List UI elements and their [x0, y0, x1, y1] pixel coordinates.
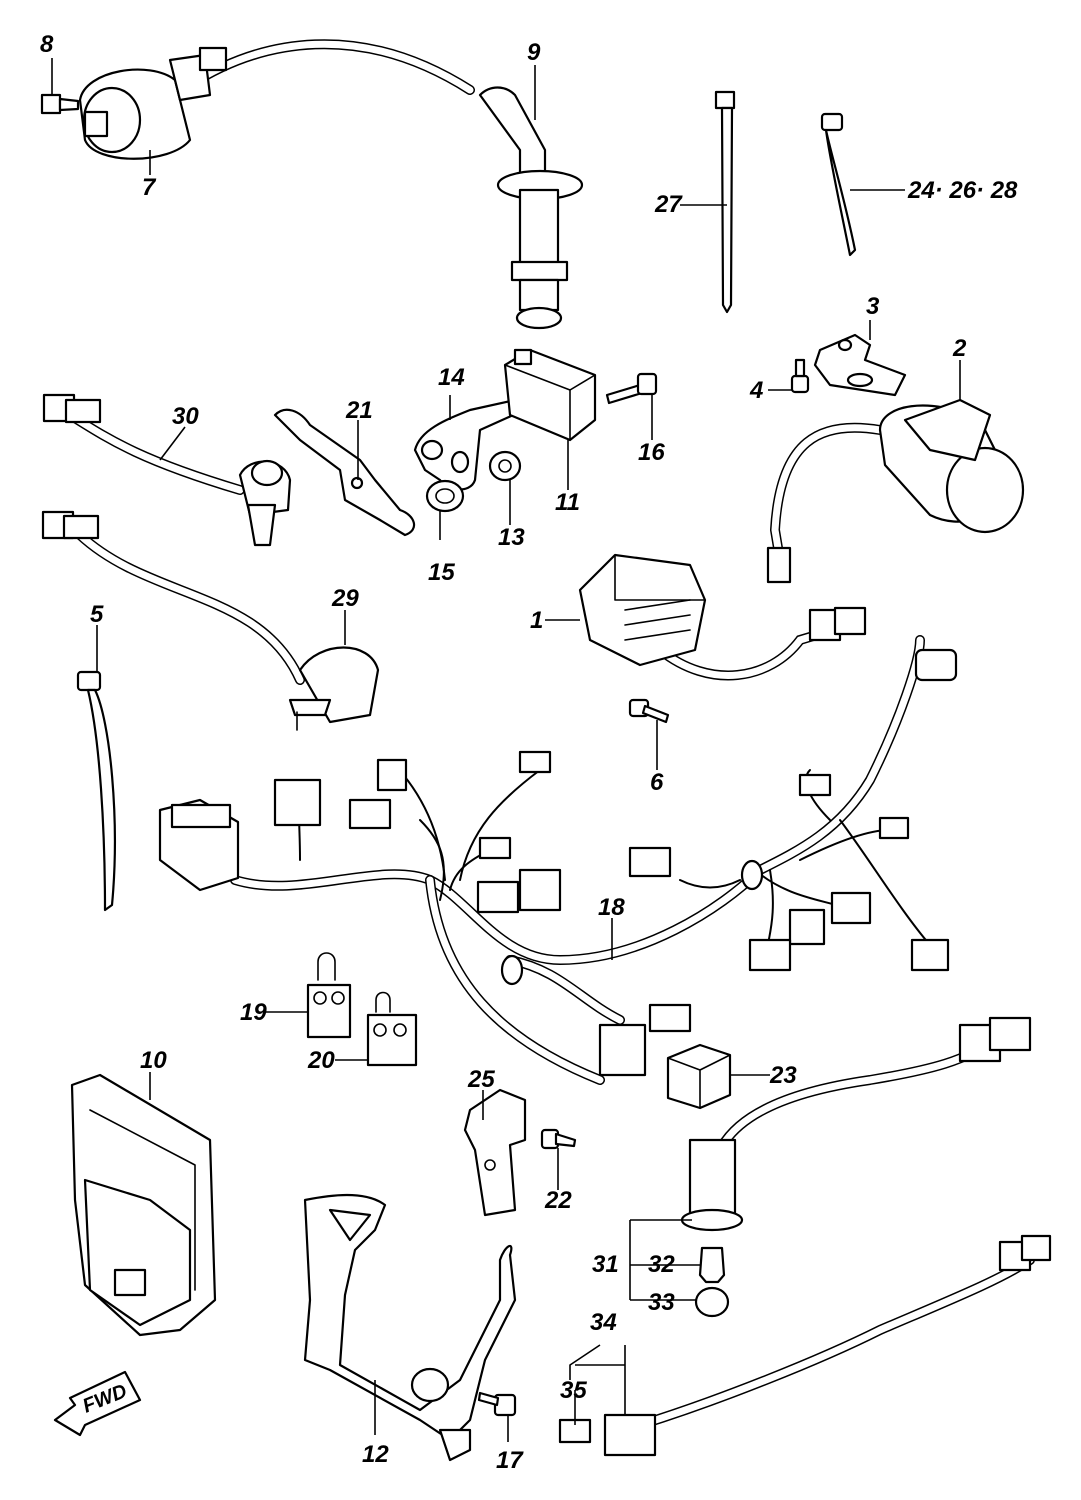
- part-16-bolt: [605, 372, 658, 405]
- callout-9: 9: [527, 39, 541, 66]
- part-19-connector: [306, 952, 352, 1039]
- part-21-bracket: [273, 408, 416, 537]
- leader-lines: [51, 58, 961, 1442]
- part-1-regulator: [578, 553, 867, 681]
- callout-23: 23: [769, 1062, 797, 1089]
- part-20-connector: [366, 991, 418, 1067]
- callout-labels: 8 7 9 27 24· 26· 28 3 2 4 16 11 13 15 14…: [40, 31, 1018, 1474]
- part-6-bolt: [628, 698, 670, 724]
- part-34-fuse-block: [603, 1234, 1052, 1457]
- callout-34: 34: [590, 1309, 617, 1336]
- callout-25: 25: [467, 1066, 495, 1093]
- callout-11: 11: [555, 489, 580, 516]
- part-18-wiring-harness: [158, 635, 958, 1085]
- callout-27: 27: [654, 191, 683, 218]
- callout-14: 14: [438, 364, 465, 391]
- callout-31: 31: [592, 1251, 619, 1278]
- callout-10: 10: [140, 1047, 167, 1074]
- callout-22: 22: [544, 1187, 572, 1214]
- callout-18: 18: [598, 894, 625, 921]
- part-10-ecm: [70, 1073, 217, 1337]
- part-24-cable-tie: [820, 112, 857, 257]
- callout-4: 4: [749, 377, 763, 404]
- callout-24-26-28: 24· 26· 28: [907, 177, 1018, 204]
- callout-30: 30: [172, 403, 199, 430]
- callout-6: 6: [650, 769, 664, 796]
- callout-16: 16: [638, 439, 665, 466]
- part-2-coil: [766, 398, 1025, 584]
- part-5-cable-tie: [76, 670, 116, 912]
- callout-32: 32: [648, 1251, 675, 1278]
- callout-2: 2: [952, 335, 967, 362]
- callout-17: 17: [496, 1447, 524, 1474]
- part-32-bulb: [698, 1246, 726, 1284]
- part-30-sensor: [42, 393, 292, 547]
- part-11-relay: [503, 348, 597, 442]
- fwd-arrow-icon: FWD: [53, 1370, 142, 1437]
- callout-8: 8: [40, 31, 54, 58]
- part-12-bracket: [303, 1193, 517, 1462]
- part-3-bracket: [813, 333, 907, 397]
- part-27-cable-tie: [714, 90, 736, 314]
- callout-20: 20: [307, 1047, 335, 1074]
- part-8-screw: [40, 93, 80, 115]
- callout-3: 3: [866, 293, 880, 320]
- part-22-bolt: [540, 1128, 577, 1150]
- part-9-boot: [478, 86, 584, 330]
- callout-21: 21: [345, 397, 373, 424]
- part-31-plug-cable: [680, 1016, 1032, 1232]
- part-25-bracket: [463, 1088, 527, 1217]
- callout-1: 1: [530, 607, 543, 634]
- callout-5: 5: [90, 601, 104, 628]
- part-23-cap: [666, 1043, 732, 1110]
- part-4-bolt: [790, 358, 810, 394]
- part-7-switch: [78, 39, 475, 160]
- callout-12: 12: [362, 1441, 389, 1468]
- callout-13: 13: [498, 524, 525, 551]
- part-29-sensor: [41, 510, 380, 731]
- callout-7: 7: [142, 174, 157, 201]
- callout-29: 29: [331, 585, 359, 612]
- part-13-collar: [488, 450, 522, 482]
- callout-19: 19: [240, 999, 267, 1026]
- callout-15: 15: [428, 559, 455, 586]
- part-33-grommet: [694, 1286, 730, 1318]
- callout-33: 33: [648, 1289, 675, 1316]
- part-15-grommet: [425, 479, 465, 513]
- callout-35: 35: [560, 1377, 587, 1404]
- part-17-bolt: [477, 1391, 517, 1417]
